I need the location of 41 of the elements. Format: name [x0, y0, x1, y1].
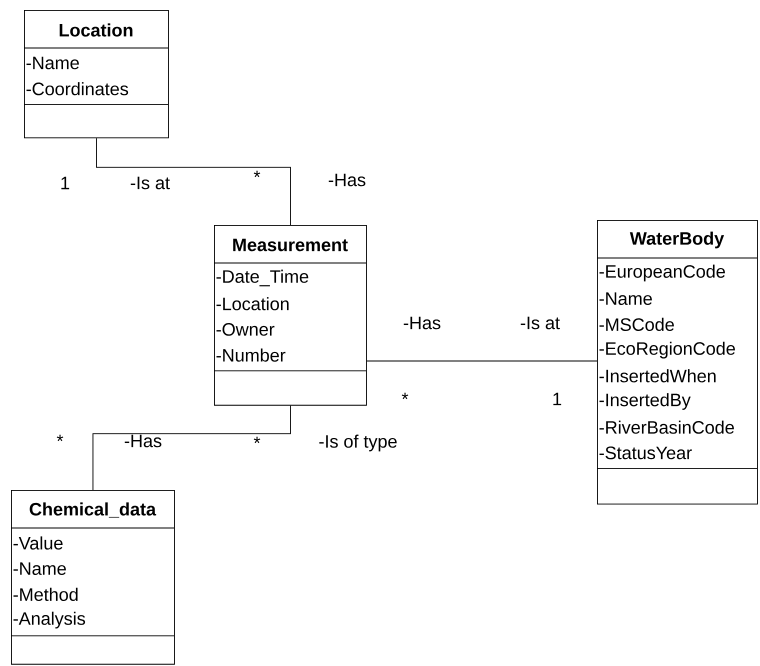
class-name: Location — [60, 23, 132, 37]
attribute-text: -Owner — [216, 323, 274, 336]
role-label: -Has — [124, 434, 162, 448]
attribute-text: -Value — [14, 536, 63, 550]
role-label: -Is at — [130, 176, 170, 190]
multiplicity-label: 1 — [61, 176, 70, 190]
class-box — [10, 490, 175, 665]
attribute-text: -Name — [26, 56, 79, 70]
attribute-text: -MSCode — [600, 318, 674, 331]
attribute-text: -Name — [14, 562, 66, 575]
class-box — [24, 10, 169, 138]
association-line — [96, 138, 291, 226]
attribute-text: -Location — [216, 297, 289, 310]
multiplicity-label: * — [254, 436, 260, 444]
attribute-text: -Method — [14, 588, 78, 601]
attribute-text: -Coordinates — [26, 82, 128, 96]
role-label: -Has — [328, 174, 366, 186]
attribute-text: -EcoRegionCode — [600, 342, 735, 358]
class-name: WaterBody — [630, 232, 724, 248]
attribute-text: -EuropeanCode — [600, 264, 725, 282]
class-name: Measurement — [233, 238, 348, 252]
attribute-text: -StatusYear — [600, 446, 692, 460]
class-box — [596, 220, 758, 504]
class-box — [214, 225, 367, 406]
multiplicity-label: * — [56, 434, 64, 442]
association-line — [92, 405, 291, 490]
class-name: Chemical_data — [30, 502, 156, 518]
multiplicity-label: * — [402, 392, 408, 400]
attribute-text: -Name — [600, 292, 652, 305]
attribute-text: -InsertedWhen — [600, 369, 716, 382]
association-line — [366, 360, 598, 362]
role-label: -Is of type — [319, 434, 397, 452]
attribute-text: -InsertedBy — [600, 393, 691, 410]
role-label: -Is at — [520, 316, 560, 330]
attribute-text: -Date_Time — [216, 270, 308, 286]
attribute-text: -Number — [216, 348, 286, 362]
multiplicity-label: * — [254, 170, 260, 178]
attribute-text: -RiverBasinCode — [600, 420, 734, 434]
multiplicity-label: 1 — [553, 392, 562, 406]
attribute-text: -Analysis — [14, 612, 86, 628]
role-label: -Has — [404, 316, 440, 330]
